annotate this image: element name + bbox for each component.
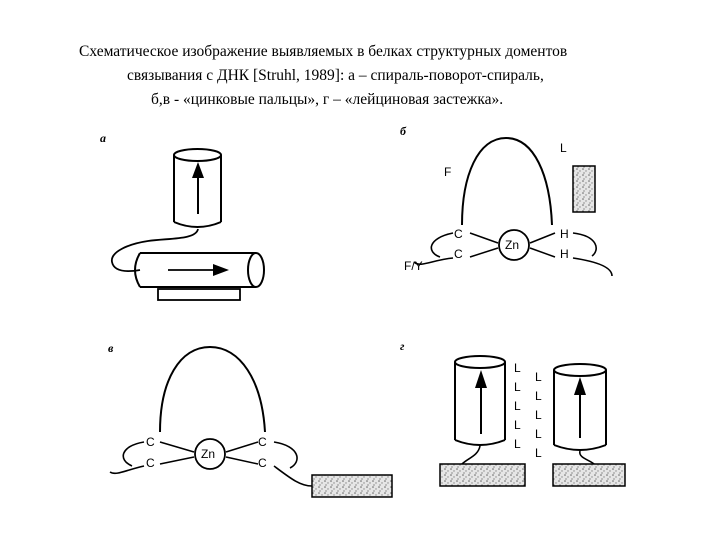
label-C-top-right: C: [258, 435, 267, 449]
label-Zn: Zn: [201, 447, 215, 461]
vertical-helix-cylinder: [173, 148, 222, 228]
leucine-label: L: [514, 418, 521, 432]
panel-b-letter: б: [400, 124, 407, 138]
panel-v-letter: в: [108, 341, 114, 355]
leucine-label: L: [535, 446, 542, 460]
zinc-ion: [194, 438, 226, 470]
caption-line-3: б,в - «цинковые пальцы», г – «лейциновая…: [151, 91, 504, 108]
zinc-coordination-lines: [159, 441, 259, 465]
label-C-top-left: C: [146, 435, 155, 449]
right-leucine-column: L L L L L: [535, 370, 542, 460]
finger-arch: [461, 136, 553, 226]
chain-tails: [461, 445, 595, 465]
right-helix-cylinder: [553, 363, 607, 451]
leucine-label: L: [535, 370, 542, 384]
panel-b: б F L C C H H Zn F/Y: [400, 124, 613, 277]
label-F: F: [444, 165, 451, 179]
leucine-label: L: [535, 389, 542, 403]
horizontal-helix-cylinder: [134, 252, 265, 288]
turn-loop: [111, 228, 199, 272]
panel-a: a: [100, 131, 265, 301]
panel-g-letter: г: [400, 339, 405, 353]
up-arrow-icon: [192, 162, 204, 214]
leucine-label: L: [514, 361, 521, 375]
left-leucine-column: L L L L L: [514, 361, 521, 451]
leucine-label: L: [514, 399, 521, 413]
dna-block-right: [552, 463, 626, 487]
label-C-bottom-left: C: [146, 456, 155, 470]
leucine-label: L: [514, 437, 521, 451]
left-helix-cylinder: [454, 355, 506, 446]
label-C-bottom: C: [454, 247, 463, 261]
chain-tails: [109, 441, 313, 487]
leucine-label: L: [514, 380, 521, 394]
dna-recognition-block: [572, 165, 596, 213]
panel-v: в C C C C Zn: [108, 341, 393, 498]
leucine-label: L: [535, 408, 542, 422]
zinc-coordination-lines: [469, 232, 556, 258]
chain-tails: [413, 232, 613, 277]
leucine-label: L: [535, 427, 542, 441]
up-arrow-icon: [574, 377, 586, 438]
dna-block-left: [439, 463, 526, 487]
panel-g: г L L L L L: [400, 339, 626, 487]
label-H-bottom: H: [560, 247, 569, 261]
dna-contact-block: [157, 288, 241, 301]
label-H-top: H: [560, 227, 569, 241]
label-C-top: C: [454, 227, 463, 241]
label-Zn: Zn: [505, 238, 519, 252]
label-L: L: [560, 141, 567, 155]
dna-recognition-block: [311, 474, 393, 498]
right-arrow-icon: [168, 264, 229, 276]
caption-line-1: Схематическое изображение выявляемых в б…: [79, 43, 568, 60]
finger-arch: [159, 345, 266, 433]
label-C-bottom-right: C: [258, 456, 267, 470]
up-arrow-icon: [475, 370, 487, 434]
zinc-ion: [498, 229, 530, 261]
panel-a-letter: a: [100, 131, 106, 145]
caption-line-2: связывания с ДНК [Struhl, 1989]: а – спи…: [127, 67, 544, 84]
label-F-Y: F/Y: [404, 259, 423, 273]
